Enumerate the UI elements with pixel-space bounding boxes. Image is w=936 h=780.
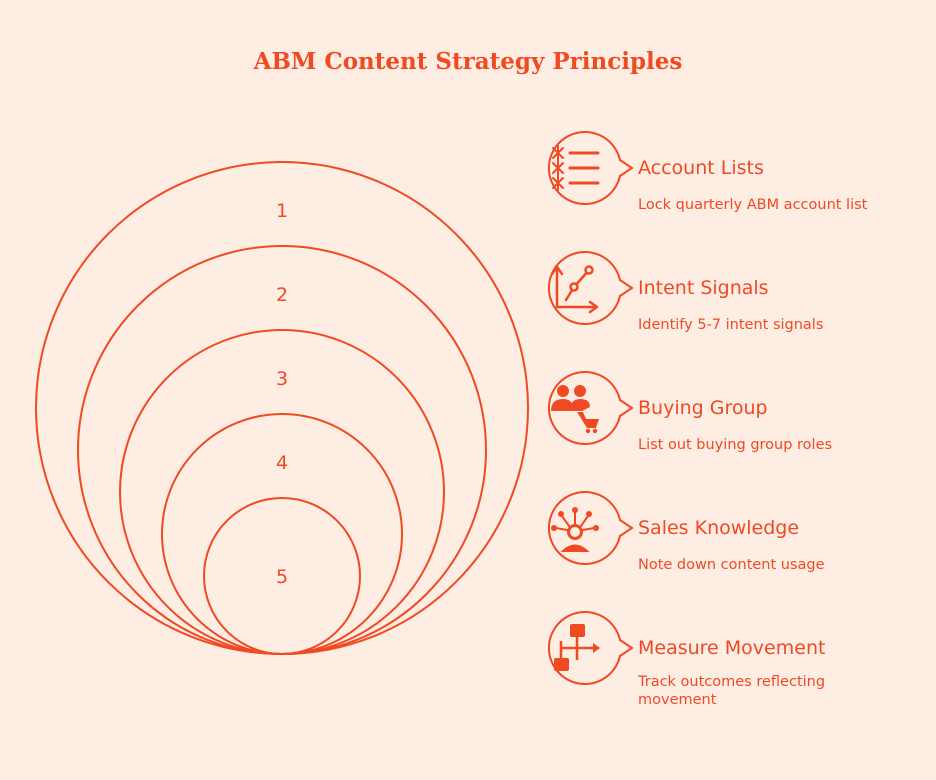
circle-level-5 [203,497,361,655]
level-label-2: 2 [275,284,289,306]
level-label-5: 5 [275,566,289,588]
list-icon [552,145,600,191]
icon-bubble-4 [547,491,634,565]
level-label-3: 3 [275,368,289,390]
trend-chart-icon [550,265,599,314]
item-heading-account-lists: Account Lists [638,157,764,179]
level-label-4: 4 [275,452,289,474]
item-heading-buying-group: Buying Group [638,397,768,419]
item-description-buying-group: List out buying group roles [638,437,833,453]
circle-level-2 [77,245,487,655]
item-heading-sales-knowledge: Sales Knowledge [638,517,800,539]
page-title: ABM Content Strategy Principles [253,48,683,75]
item-heading-measure-movement: Measure Movement [638,637,826,659]
icon-bubble-2 [547,251,634,325]
item-heading-intent-signals: Intent Signals [638,277,769,299]
circle-level-4 [161,413,403,655]
people-cart-icon [551,385,599,434]
flowchart-icon [554,624,600,671]
item-description-sales-knowledge: Note down content usage [638,557,825,573]
person-idea-icon [551,507,599,552]
item-description-measure-movement: Track outcomes reflecting movement [638,674,826,708]
icon-bubble-5 [547,611,634,685]
icon-bubble-1 [547,131,634,205]
item-description-account-lists: Lock quarterly ABM account list [638,197,868,213]
icon-bubble-3 [547,371,634,445]
item-description-intent-signals: Identify 5-7 intent signals [638,317,824,333]
level-label-1: 1 [275,200,289,222]
